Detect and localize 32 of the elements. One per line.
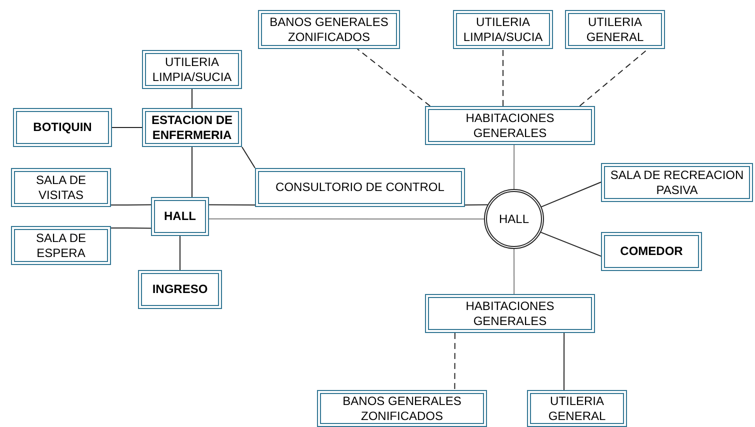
connector-line bbox=[514, 144, 515, 190]
connector-line bbox=[208, 204, 256, 206]
room-box: CONSULTORIO DE CONTROL bbox=[255, 168, 465, 207]
room-box: HABITACIONES GENERALES bbox=[425, 106, 595, 145]
connector-line bbox=[110, 204, 152, 206]
room-box: BANOS GENERALES ZONIFICADOS bbox=[258, 10, 400, 49]
connector-line bbox=[564, 332, 565, 390]
room-box: UTILERIA LIMPIA/SUCIA bbox=[453, 10, 553, 49]
hall-box: HALL bbox=[151, 197, 209, 236]
room-box: SALA DE VISITAS bbox=[11, 168, 111, 207]
room-box: UTILERIA GENERAL bbox=[565, 10, 665, 49]
room-box: ESTACION DE ENFERMERIA bbox=[142, 108, 242, 147]
room-box: SALA DE RECREACION PASIVA bbox=[601, 163, 753, 202]
connector-line bbox=[242, 146, 256, 168]
room-box: BOTIQUIN bbox=[13, 108, 112, 147]
room-box: UTILERIA GENERAL bbox=[527, 390, 627, 427]
connector-line bbox=[110, 227, 152, 229]
connector-line bbox=[579, 48, 648, 106]
connector-line bbox=[540, 232, 602, 257]
room-box: INGRESO bbox=[138, 270, 222, 309]
room-box: UTILERIA LIMPIA/SUCIA bbox=[142, 50, 242, 89]
room-box: HABITACIONES GENERALES bbox=[425, 294, 595, 333]
room-box: SALA DE ESPERA bbox=[11, 226, 111, 265]
connector-line bbox=[454, 332, 456, 390]
room-box: BANOS GENERALES ZONIFICADOS bbox=[317, 390, 487, 427]
connector-line bbox=[502, 48, 504, 106]
connector-line bbox=[514, 248, 515, 294]
connector-line bbox=[208, 218, 484, 220]
connector-line bbox=[356, 48, 431, 106]
connector-line bbox=[112, 127, 142, 128]
room-box: COMEDOR bbox=[601, 232, 702, 271]
connector-line bbox=[464, 204, 488, 206]
